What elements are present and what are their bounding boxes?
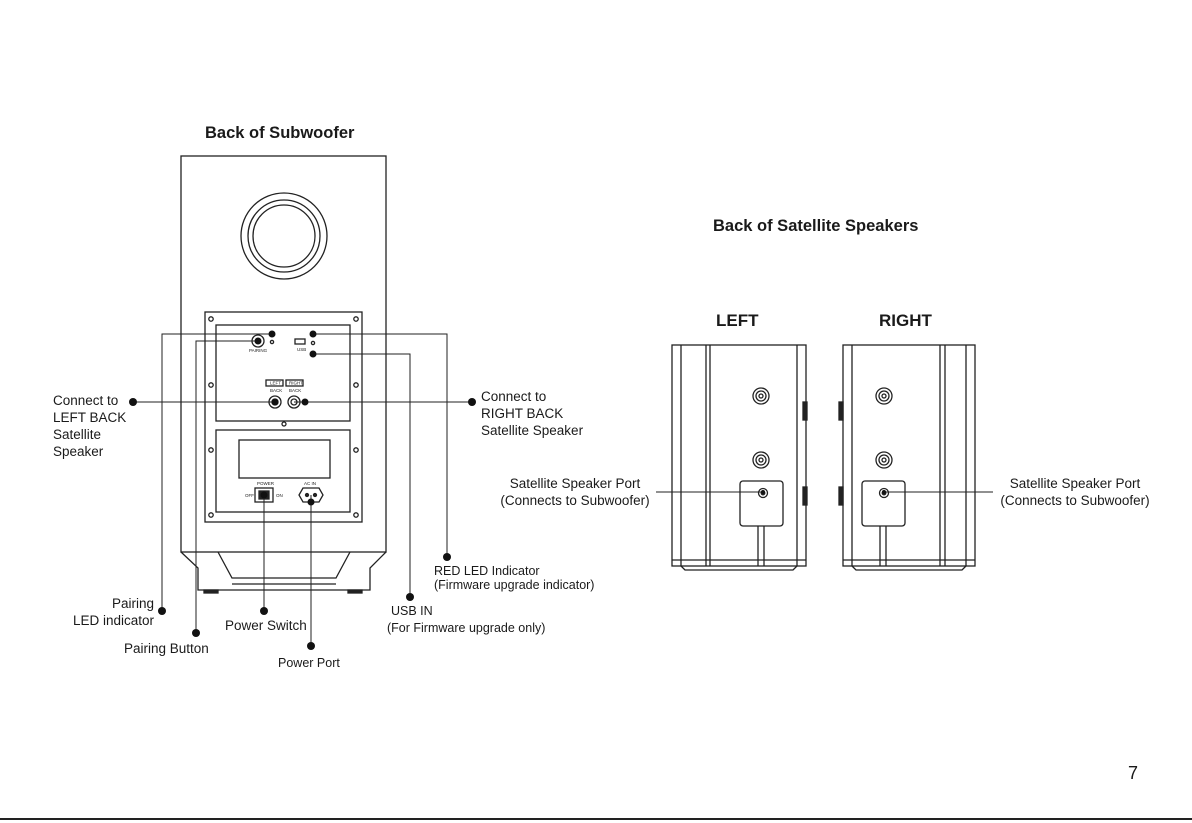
label-usb-in: USB IN (For Firmware upgrade only) — [387, 604, 546, 635]
tag-pairing: PAIRING — [249, 348, 268, 353]
label-pairing-button: Pairing Button — [124, 641, 209, 656]
subwoofer-rear-panel — [204, 311, 363, 523]
tag-off: OFF — [245, 493, 254, 498]
left-header: LEFT — [716, 311, 759, 330]
subwoofer-body — [180, 155, 387, 594]
subwoofer-callouts — [133, 333, 472, 646]
tag-on: ON — [276, 493, 283, 498]
footer-rule — [0, 818, 1192, 820]
label-red-led: RED LED Indicator (Firmware upgrade indi… — [434, 564, 595, 592]
power-port-icon — [298, 487, 324, 503]
tag-usb: USB — [297, 347, 306, 352]
tag-right: RIGHT — [289, 381, 303, 386]
label-power-switch: Power Switch — [225, 618, 307, 633]
tag-ac-in: AC IN — [304, 481, 316, 486]
label-pairing-led: Pairing LED indicator — [72, 596, 154, 628]
bass-port — [240, 192, 328, 280]
tag-back-left: BACK — [270, 388, 282, 393]
callout-dots — [129, 330, 886, 650]
right-satellite-body — [838, 344, 976, 571]
right-header: RIGHT — [879, 311, 932, 330]
label-left-port: Satellite Speaker Port (Connects to Subw… — [500, 476, 650, 508]
page-number: 7 — [1128, 763, 1139, 783]
label-right-back: Connect to RIGHT BACK Satellite Speaker — [481, 389, 584, 438]
usb-port-icon — [294, 338, 306, 345]
tag-back-right: BACK — [289, 388, 301, 393]
satellites-title: Back of Satellite Speakers — [713, 217, 919, 235]
pairing-led-icon — [269, 339, 275, 345]
tag-left: LEFT — [270, 381, 281, 386]
red-led-icon — [310, 340, 316, 346]
label-left-back: Connect to LEFT BACK Satellite Speaker — [53, 393, 127, 459]
tag-power: POWER — [257, 481, 275, 486]
subwoofer-title: Back of Subwoofer — [205, 124, 355, 142]
left-satellite-body — [671, 344, 808, 571]
label-power-port: Power Port — [278, 656, 340, 670]
label-right-port: Satellite Speaker Port (Connects to Subw… — [1000, 476, 1150, 508]
